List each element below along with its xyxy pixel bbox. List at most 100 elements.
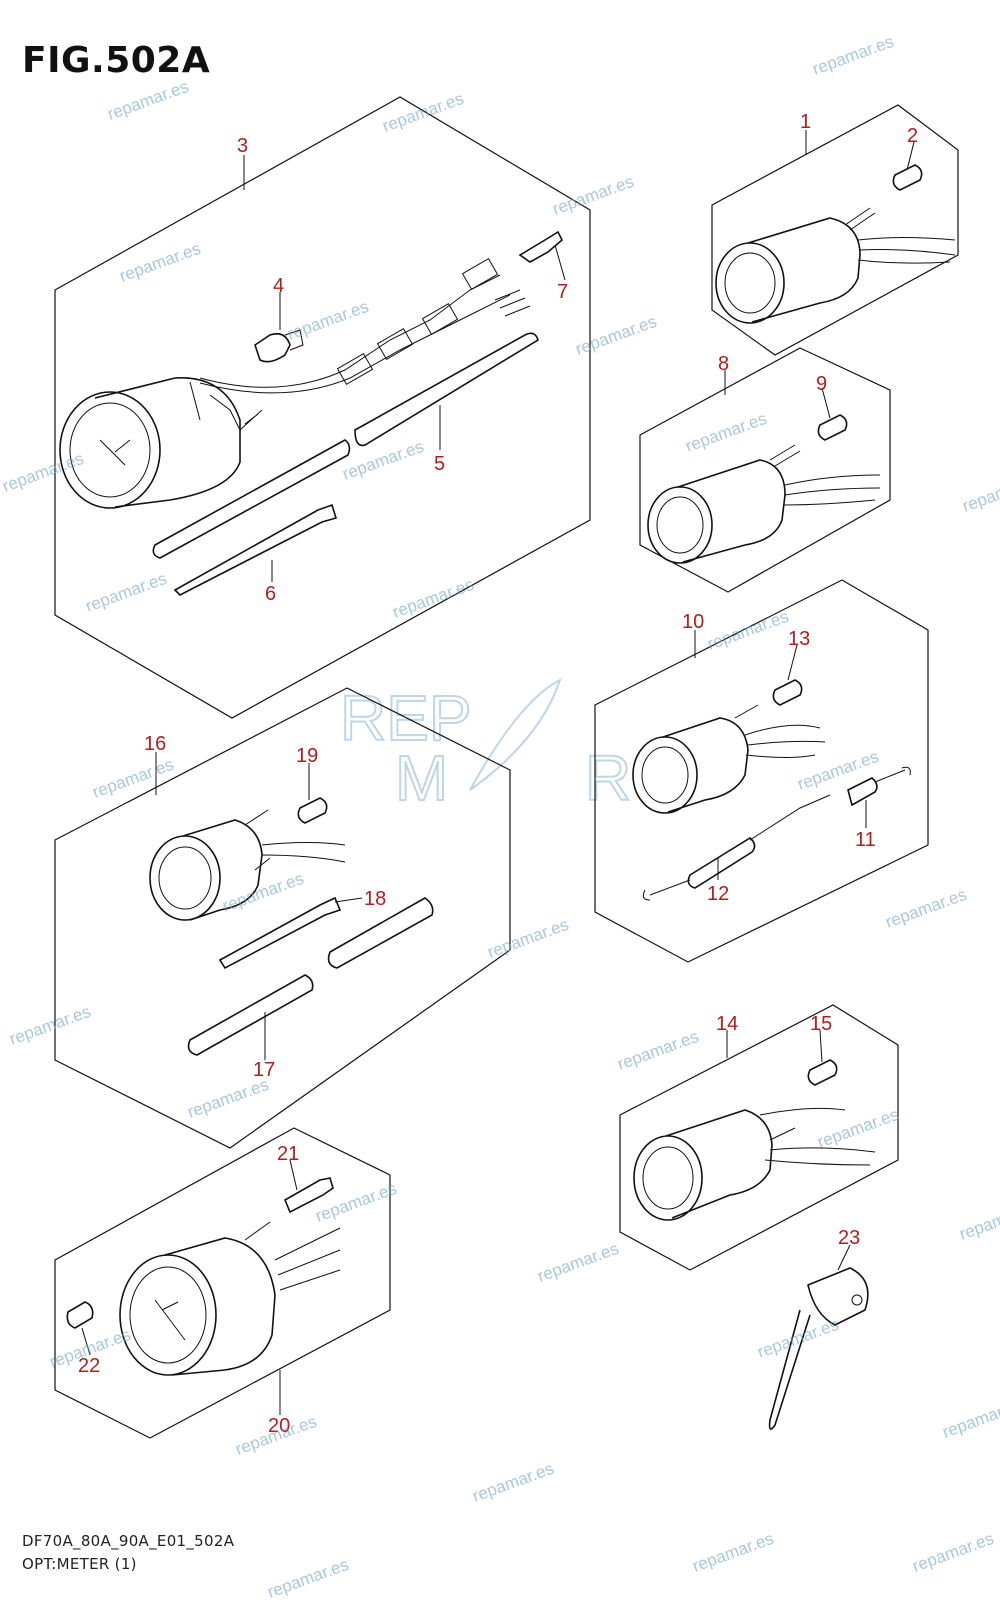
group-box-20 xyxy=(54,1127,391,1439)
group-box-3 xyxy=(54,96,591,719)
gauge-14-wires xyxy=(759,1107,876,1166)
tube-5 xyxy=(354,332,539,447)
group-box-8 xyxy=(639,347,891,593)
callout-17: 17 xyxy=(253,1059,275,1081)
watermark-text: repamar.es xyxy=(485,915,571,962)
box-3-outline xyxy=(54,96,591,719)
terminals-3 xyxy=(494,289,531,317)
gauge-16-wires xyxy=(261,842,346,863)
connector-3c xyxy=(421,303,459,335)
gauge-10-body xyxy=(662,717,749,813)
callout-4: 4 xyxy=(273,275,284,297)
gauge-16-bezel xyxy=(158,846,212,910)
gauge-8-stud xyxy=(769,444,801,467)
footer-model-code: DF70A_80A_90A_E01_502A xyxy=(22,1532,235,1550)
watermarks: repamar.es repamar.es repamar.es repamar… xyxy=(0,32,1000,1600)
gauge-1-face xyxy=(715,242,785,324)
watermark-text: repamar.es xyxy=(810,32,896,79)
bulb-15-icon xyxy=(807,1059,838,1086)
callout-6: 6 xyxy=(265,583,276,605)
watermark-text: repamar.es xyxy=(573,312,659,359)
sender-23-hole xyxy=(851,1294,863,1306)
watermark-text: repamar.es xyxy=(7,1002,93,1049)
gauge-10-wires xyxy=(744,724,826,758)
watermark-text: repamar.es xyxy=(285,297,371,344)
watermark-text: repamar.es xyxy=(535,1239,621,1286)
callout-9: 9 xyxy=(816,373,827,395)
group-box-10 xyxy=(594,579,929,963)
part-23-sender xyxy=(768,1267,869,1430)
callout-2: 2 xyxy=(907,125,918,147)
callout-8: 8 xyxy=(718,353,729,375)
gauge-1-wires xyxy=(857,237,956,264)
gauge-20-face xyxy=(119,1254,217,1376)
footer-section: OPT:METER (1) xyxy=(22,1555,137,1573)
connector-3a xyxy=(336,353,374,385)
watermark-text: repamar.es xyxy=(940,1395,1000,1442)
harness-12 xyxy=(687,837,756,889)
watermark-text: repamar.es xyxy=(313,1179,399,1226)
callout-5: 5 xyxy=(434,453,445,475)
bulb-19-icon xyxy=(297,797,328,824)
bulb-13-icon xyxy=(772,679,803,706)
box-1-outline xyxy=(711,104,959,356)
watermark-text: repamar.es xyxy=(390,575,476,622)
watermark-text: repamar.es xyxy=(185,1075,271,1122)
figure-title: FIG.502A xyxy=(22,40,211,81)
watermark-text: repamar.es xyxy=(117,239,203,286)
gauge-14-body xyxy=(665,1109,773,1219)
watermark-text: repamar.es xyxy=(470,1459,556,1506)
bulb-4-icon xyxy=(254,332,291,363)
gauge-10-bezel xyxy=(641,746,689,804)
box-16-outline xyxy=(54,687,511,1149)
gauge-3-face xyxy=(59,391,161,509)
harness-3-b xyxy=(199,294,511,394)
callout-3: 3 xyxy=(237,135,248,157)
watermark-text: repamar.es xyxy=(265,1555,351,1600)
cable-tie-18 xyxy=(218,896,342,970)
bulb-21-icon xyxy=(283,1177,334,1214)
watermark-text: repamar.es xyxy=(220,869,306,916)
bulb-2-icon xyxy=(892,164,923,191)
callout-13: 13 xyxy=(788,628,810,650)
watermark-text: repamar.es xyxy=(105,77,191,124)
gauge-20-terminals xyxy=(244,1221,341,1291)
watermark-text: repamar.es xyxy=(815,1105,901,1152)
watermark-text: repamar.es xyxy=(705,607,791,654)
sender-23-flange xyxy=(807,1267,869,1326)
connector-3d xyxy=(461,258,499,290)
gauge-10-stud xyxy=(734,704,759,719)
gauge-3-stud xyxy=(239,409,263,431)
harness-12-lead xyxy=(642,794,831,901)
harness-11-lead xyxy=(874,766,911,783)
callout-14: 14 xyxy=(716,1013,738,1035)
callout-22: 22 xyxy=(78,1355,100,1377)
gauge-20-needle xyxy=(154,1299,186,1341)
gauge-14-stud xyxy=(769,1127,796,1141)
box-14-outline xyxy=(619,1004,899,1271)
tube-17-lower xyxy=(187,974,314,1056)
gauge-8-face xyxy=(647,486,713,564)
gauge-3-body xyxy=(94,377,241,508)
bulb-7-icon xyxy=(518,230,563,263)
callout-15: 15 xyxy=(810,1013,832,1035)
bulb-22-icon xyxy=(66,1301,94,1329)
gauge-1-body xyxy=(747,217,861,323)
watermark-logo: REP M R xyxy=(339,678,632,815)
watermark-text: repamar.es xyxy=(683,409,769,456)
watermark-text: repamar.es xyxy=(690,1529,776,1576)
leader-lines xyxy=(81,130,915,1415)
group-box-1 xyxy=(711,104,959,356)
gauge-20-bezel xyxy=(129,1266,207,1364)
gauge-14-face xyxy=(633,1135,703,1221)
callout-11: 11 xyxy=(855,829,876,851)
callout-23: 23 xyxy=(838,1227,860,1249)
box-20-outline xyxy=(54,1127,391,1439)
callouts: 3 1 2 4 7 5 6 8 9 10 13 11 12 16 19 18 1… xyxy=(78,111,918,1437)
gauge-16-face xyxy=(149,835,221,921)
tube-17-upper xyxy=(327,897,434,969)
callout-10: 10 xyxy=(682,611,704,633)
watermark-text: repamar.es xyxy=(83,569,169,616)
box-10-outline xyxy=(594,579,929,963)
